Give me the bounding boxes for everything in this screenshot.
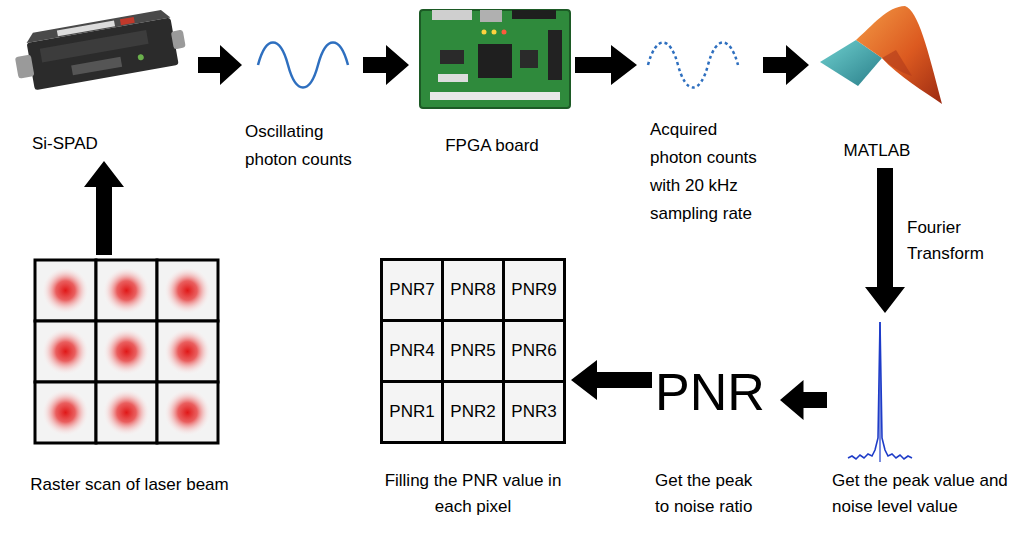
raster-scan-grid xyxy=(42,328,90,376)
pnr-cell: PNR4 xyxy=(380,319,444,383)
signal-stage: Acquired photon counts with 20 kHz sampl… xyxy=(640,30,760,228)
flow-arrow xyxy=(575,45,637,85)
raster-scan-grid xyxy=(103,328,151,376)
raster-scan-grid xyxy=(103,389,151,437)
fpga-board xyxy=(432,10,472,20)
matlab-logo xyxy=(882,50,912,76)
pnr-cell-text: PNR1 xyxy=(389,402,434,422)
si-spad-device xyxy=(171,30,186,50)
spectrum-plot xyxy=(848,322,912,462)
pnr-cell: PNR7 xyxy=(380,258,444,322)
fpga-board xyxy=(502,30,507,35)
pnr-grid-node: Filling the PNR value in each pixelPNR7P… xyxy=(378,256,568,520)
raster-scan-grid xyxy=(164,328,212,376)
raster-grid-node: Raster scan of laser beam xyxy=(12,258,247,498)
device-stage: FPGA board xyxy=(412,2,572,160)
fpga-board xyxy=(440,50,464,64)
fpga-board xyxy=(430,92,560,100)
edge-label: Fourier Transform xyxy=(907,215,1012,267)
matlab-logo xyxy=(820,6,942,104)
sampled-sine-wave xyxy=(648,43,738,88)
si-spad-device xyxy=(15,54,35,78)
matlab-logo xyxy=(856,6,942,104)
pnr-cell-text: PNR4 xyxy=(389,341,434,361)
raster-scan-grid xyxy=(164,389,212,437)
caption-text: FPGA board xyxy=(412,132,572,160)
signal-stage: Oscillating photon counts xyxy=(245,30,360,174)
pnr-node: PNR Get the peak to noise ratio xyxy=(655,362,777,520)
fpga-board xyxy=(512,10,556,19)
flow-arrow xyxy=(198,45,242,85)
pnr-cell-text: PNR7 xyxy=(389,280,434,300)
pnr-cell-text: PNR8 xyxy=(450,280,495,300)
flow-arrow xyxy=(763,45,809,85)
software-stage: MATLAB xyxy=(812,2,942,165)
caption-text: Acquired photon counts with 20 kHz sampl… xyxy=(640,116,760,228)
si-spad-device xyxy=(71,57,122,76)
flow-arrow xyxy=(865,168,905,313)
raster-scan-grid xyxy=(35,382,96,443)
fpga-board xyxy=(482,30,487,35)
pnr-cell: PNR2 xyxy=(441,380,505,444)
raster-scan-grid xyxy=(42,267,90,315)
pnr-heading: PNR xyxy=(655,362,777,422)
device-stage: Si-SPAD xyxy=(10,2,195,158)
spectrum-stage: Get the peak value and noise level value xyxy=(830,316,1016,520)
pnr-cell-text: PNR6 xyxy=(511,341,556,361)
flow-arrow xyxy=(780,380,827,420)
raster-scan-grid xyxy=(96,382,157,443)
raster-scan-grid xyxy=(157,260,218,321)
raster-scan-grid xyxy=(157,382,218,443)
fpga-board xyxy=(420,10,570,108)
raster-scan-grid xyxy=(96,260,157,321)
pnr-cell-text: PNR2 xyxy=(450,402,495,422)
fpga-board xyxy=(492,30,497,35)
pnr-cell: PNR3 xyxy=(502,380,566,444)
pnr-cell-text: PNR9 xyxy=(511,280,556,300)
raster-scan-grid xyxy=(42,389,90,437)
fpga-board xyxy=(478,44,512,78)
si-spad-device xyxy=(40,30,149,63)
caption-text: Filling the PNR value in each pixel xyxy=(378,468,568,520)
fpga-board xyxy=(520,50,538,68)
si-spad-device xyxy=(137,54,144,61)
pnr-cell: PNR1 xyxy=(380,380,444,444)
flow-arrow xyxy=(363,45,409,85)
fpga-board xyxy=(420,10,570,108)
si-spad-device xyxy=(11,7,188,93)
analog-sine-wave xyxy=(258,43,348,88)
raster-scan-grid xyxy=(157,321,218,382)
si-spad-device xyxy=(120,17,135,25)
si-spad-device xyxy=(27,18,179,91)
flow-arrow xyxy=(84,161,124,255)
raster-scan-grid xyxy=(35,260,96,321)
pnr-cell: PNR9 xyxy=(502,258,566,322)
pnr-cell: PNR8 xyxy=(441,258,505,322)
caption-text: Get the peak value and noise level value xyxy=(830,468,1016,520)
raster-scan-grid xyxy=(96,321,157,382)
si-spad-device xyxy=(57,20,115,36)
caption-text: Raster scan of laser beam xyxy=(12,472,247,498)
analog-sine-wave xyxy=(258,43,348,88)
fpga-board xyxy=(438,74,468,82)
pnr-cell: PNR5 xyxy=(441,319,505,383)
raster-scan-grid xyxy=(35,321,96,382)
pnr-cell-text: PNR3 xyxy=(511,402,556,422)
pnr-cell-text: PNR5 xyxy=(450,341,495,361)
caption-text: Get the peak to noise ratio xyxy=(655,468,762,520)
flow-arrow xyxy=(571,360,652,400)
pnr-cell: PNR6 xyxy=(502,319,566,383)
spectrum-plot xyxy=(879,322,880,462)
caption-text: MATLAB xyxy=(812,137,942,165)
fpga-board xyxy=(548,30,562,80)
caption-text: Si-SPAD xyxy=(10,130,195,158)
fpga-board xyxy=(480,10,502,22)
caption-text: Oscillating photon counts xyxy=(245,118,360,174)
raster-scan-grid xyxy=(103,267,151,315)
raster-scan-grid xyxy=(35,260,218,443)
sampled-sine-wave xyxy=(648,43,738,88)
raster-scan-grid xyxy=(164,267,212,315)
